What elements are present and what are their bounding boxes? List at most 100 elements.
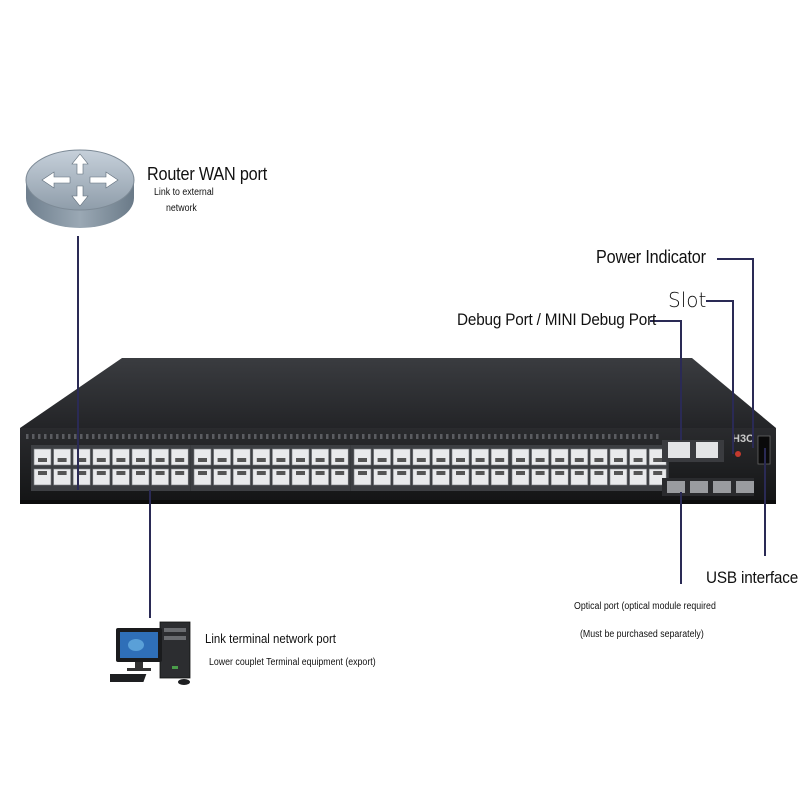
- port-latch: [555, 471, 565, 475]
- rj45-port: [252, 448, 271, 466]
- port-latch: [116, 458, 126, 462]
- port-latch: [377, 471, 387, 475]
- port-latch: [296, 471, 305, 475]
- terminal-connector-line: [149, 490, 151, 618]
- port-latch: [315, 458, 325, 462]
- vent-slot: [548, 434, 551, 439]
- vent-slot: [350, 434, 353, 439]
- debug-connector-v: [680, 320, 682, 440]
- port-latch: [495, 458, 505, 462]
- vent-slot: [566, 434, 569, 439]
- vent-slot: [644, 434, 647, 439]
- port-latch: [377, 458, 387, 462]
- rj45-port: [511, 448, 530, 466]
- debug-port-title: Debug Port / MINI Debug Port: [457, 310, 657, 329]
- vent-slot: [140, 434, 143, 439]
- rj45-port: [471, 448, 489, 466]
- vent-slot: [38, 434, 41, 439]
- vent-slot: [110, 434, 113, 439]
- port-latch: [136, 471, 145, 475]
- router-wan-sub1: Link to external: [154, 187, 214, 198]
- port-latch: [335, 458, 345, 462]
- vent-slot: [572, 434, 575, 439]
- optical-port-line1: Optical port (optical module required: [574, 601, 716, 612]
- rj45-port: [193, 448, 212, 466]
- port-latch: [495, 471, 505, 475]
- vent-slot: [602, 434, 605, 439]
- port-latch: [77, 458, 87, 462]
- rj45-port: [629, 448, 647, 466]
- port-latch: [116, 471, 126, 475]
- port-latch: [535, 458, 545, 462]
- rj45-port: [131, 448, 150, 466]
- vent-slot: [242, 434, 245, 439]
- port-latch: [77, 471, 87, 475]
- rj45-port: [550, 448, 569, 466]
- rj45-port: [590, 448, 608, 466]
- power-connector-v: [752, 258, 754, 448]
- usb-interface-title: USB interface: [706, 568, 799, 587]
- rj45-port: [272, 448, 290, 466]
- vent-slot: [476, 434, 479, 439]
- vent-slot: [68, 434, 71, 439]
- port-latch: [594, 471, 604, 475]
- vent-slot: [164, 434, 167, 439]
- port-latch: [175, 458, 185, 462]
- vent-slot: [392, 434, 395, 439]
- vent-slot: [494, 434, 497, 439]
- link-terminal-sub: Lower couplet Terminal equipment (export…: [209, 657, 376, 668]
- vent-slot: [308, 434, 311, 439]
- rj45-port: [291, 448, 310, 466]
- rj45-port: [170, 448, 189, 466]
- vent-slot: [146, 434, 149, 439]
- vent-slot: [488, 434, 491, 439]
- vent-slot: [50, 434, 53, 439]
- vent-slot: [656, 434, 659, 439]
- port-latch: [315, 471, 325, 475]
- vent-slot: [128, 434, 131, 439]
- port-latch: [535, 471, 545, 475]
- port-latch: [237, 471, 247, 475]
- link-terminal-title: Link terminal network port: [205, 631, 336, 646]
- vent-slot: [536, 434, 539, 439]
- port-latch: [38, 458, 47, 462]
- vent-slot: [542, 434, 545, 439]
- port-latch: [198, 458, 207, 462]
- rj45-port: [432, 448, 450, 466]
- port-latch: [574, 471, 584, 475]
- vent-slot: [338, 434, 341, 439]
- vent-slot: [284, 434, 287, 439]
- vent-slot: [56, 434, 59, 439]
- vent-slot: [332, 434, 335, 439]
- vent-slot: [380, 434, 383, 439]
- vent-slot: [632, 434, 635, 439]
- port-latch: [456, 458, 465, 462]
- rj45-port: [213, 448, 231, 466]
- port-latch: [633, 458, 643, 462]
- rj45-port: [53, 448, 71, 466]
- router-wan-sub2: network: [166, 203, 197, 214]
- port-latch: [475, 458, 485, 462]
- port-latch: [555, 458, 565, 462]
- vent-slot: [296, 434, 299, 439]
- rj45-port: [373, 448, 391, 466]
- rj45-port: [609, 448, 628, 466]
- vent-slot: [620, 434, 623, 439]
- port-latch: [653, 458, 663, 462]
- rj45-port: [412, 448, 431, 466]
- rj45-port: [92, 448, 111, 466]
- port-latch: [358, 458, 367, 462]
- vent-slot: [206, 434, 209, 439]
- vent-slot: [116, 434, 119, 439]
- port-latch: [614, 458, 623, 462]
- vent-slot: [248, 434, 251, 439]
- port-latch: [397, 458, 407, 462]
- vent-slot: [218, 434, 221, 439]
- vent-slot: [32, 434, 35, 439]
- vent-slot: [500, 434, 503, 439]
- vent-slot: [230, 434, 233, 439]
- port-latch: [237, 458, 247, 462]
- rj45-port: [570, 448, 589, 466]
- vent-slot: [260, 434, 263, 439]
